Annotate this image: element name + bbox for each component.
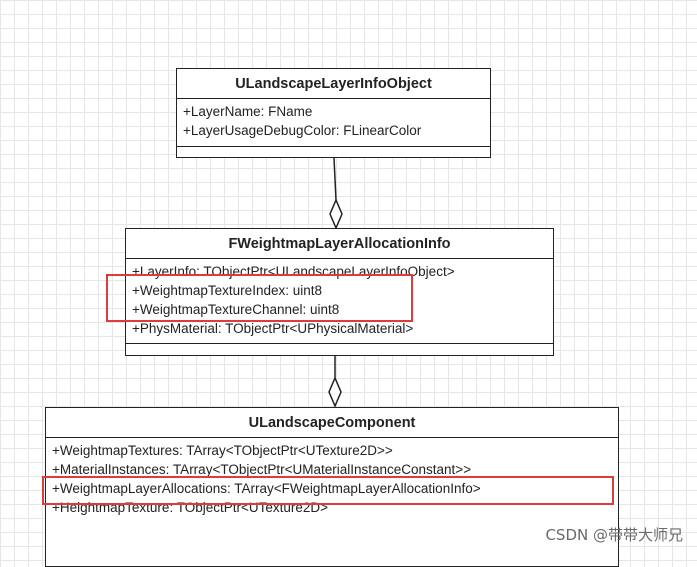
- attribute-row: +WeightmapTextureChannel: uint8: [132, 302, 340, 317]
- aggregation-diamond-1: [329, 198, 343, 230]
- class-name: ULandscapeComponent: [46, 408, 618, 438]
- attribute-list: +LayerName: FName +LayerUsageDebugColor:…: [177, 99, 490, 143]
- highlight-box-texture-index-channel: [106, 274, 413, 322]
- class-name: ULandscapeLayerInfoObject: [177, 69, 490, 99]
- class-fweightmaplayerallocationinfo[interactable]: FWeightmapLayerAllocationInfo +LayerInfo…: [125, 228, 554, 356]
- aggregation-diamond-2: [328, 376, 342, 408]
- attribute-row: +LayerName: FName: [183, 104, 313, 119]
- watermark: CSDN @带带大师兄: [545, 526, 683, 544]
- attribute-row: +MaterialInstances: TArray<TObjectPtr<UM…: [52, 462, 472, 477]
- attribute-row: +PhysMaterial: TObjectPtr<UPhysicalMater…: [132, 321, 414, 336]
- attribute-row: +WeightmapTextures: TArray<TObjectPtr<UT…: [52, 443, 393, 458]
- class-name: FWeightmapLayerAllocationInfo: [126, 229, 553, 259]
- operations-compartment: [177, 146, 490, 157]
- highlight-box-weightmap-layer-allocations: [42, 476, 614, 505]
- attribute-row: +WeightmapTextureIndex: uint8: [132, 283, 322, 298]
- class-ulandscapecomponent[interactable]: ULandscapeComponent +WeightmapTextures: …: [45, 407, 619, 567]
- attribute-list: +WeightmapTextures: TArray<TObjectPtr<UT…: [46, 438, 618, 520]
- aggregation-line-1: [333, 157, 337, 201]
- attribute-row: +LayerUsageDebugColor: FLinearColor: [183, 123, 422, 138]
- operations-compartment: [126, 343, 553, 355]
- attribute-row: +WeightmapLayerAllocations: TArray<FWeig…: [52, 481, 481, 496]
- class-ulandscapelayerinfoobject[interactable]: ULandscapeLayerInfoObject +LayerName: FN…: [176, 68, 491, 158]
